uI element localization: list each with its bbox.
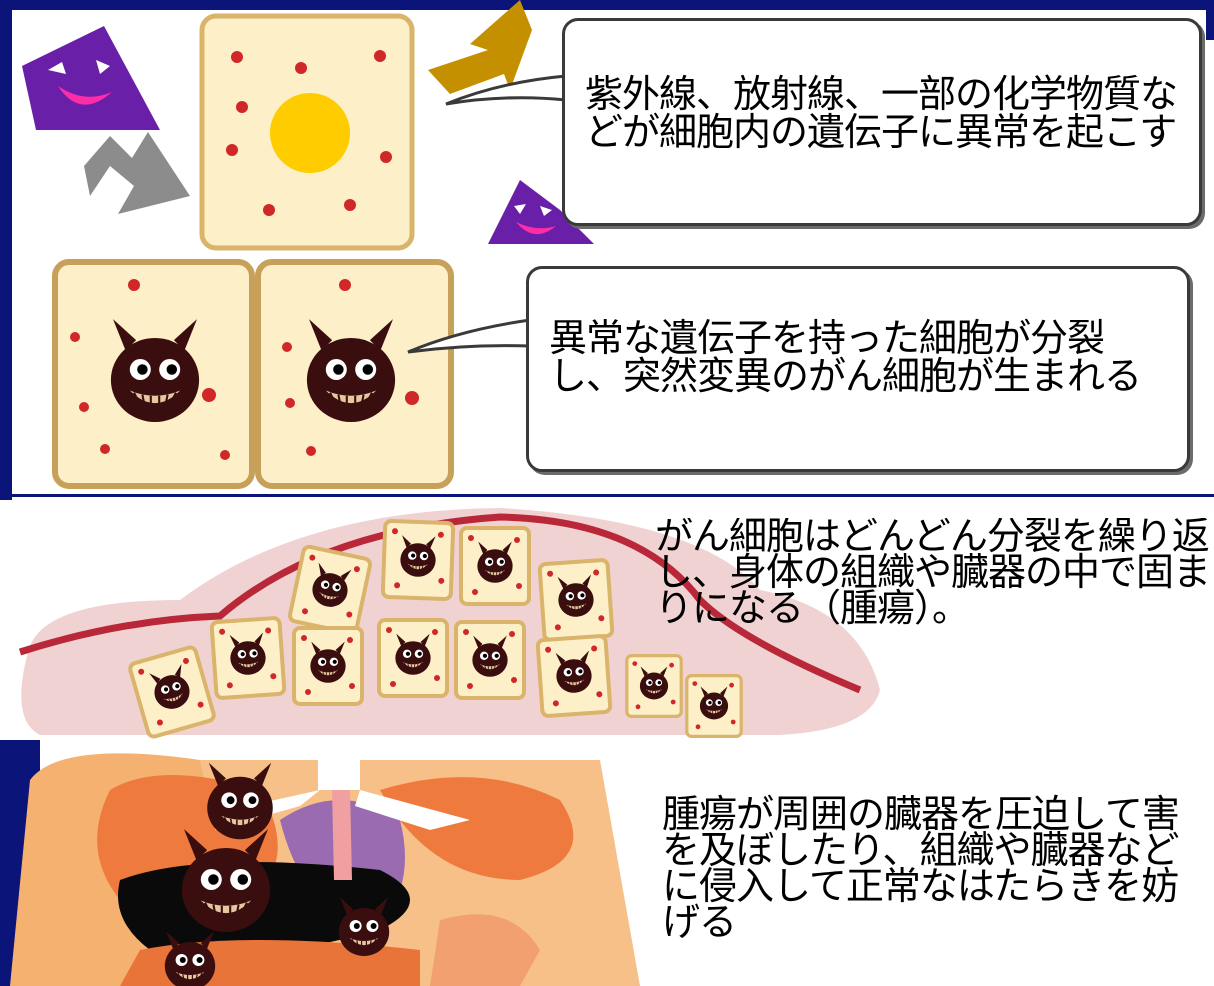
tissue-with-tumor bbox=[18, 508, 880, 738]
cancer-cell-left bbox=[52, 259, 255, 489]
carcinogen-monster-icon bbox=[22, 26, 160, 130]
grey-arrow-icon bbox=[84, 132, 190, 214]
organ-body bbox=[10, 745, 640, 986]
step2-callout: 異常な遺伝子を持った細胞が分裂し、突然変異のがん細胞が生まれる bbox=[526, 266, 1190, 472]
cancer-cell-right bbox=[255, 259, 454, 489]
step1-text: 紫外線、放射線、一部の化学物質などが細胞内の遺伝子に異常を起こす bbox=[585, 72, 1178, 154]
step2-text: 異常な遺伝子を持った細胞が分裂し、突然変異のがん細胞が生まれる bbox=[549, 316, 1142, 398]
frame-divider bbox=[0, 494, 1214, 497]
gold-arrow-icon bbox=[428, 0, 532, 94]
frame-right-upper bbox=[1206, 0, 1214, 40]
carcinogen-monster-icon-2 bbox=[488, 180, 594, 244]
frame-top bbox=[0, 0, 1214, 10]
normal-cell bbox=[199, 13, 415, 251]
step1-callout: 紫外線、放射線、一部の化学物質などが細胞内の遺伝子に異常を起こす bbox=[562, 18, 1202, 226]
step3-text: がん細胞はどんどん分裂を繰り返し、身体の組織や臓器の中で固まりになる（腫瘍）。 bbox=[655, 518, 1211, 628]
step4-text: 腫瘍が周囲の臓器を圧迫して害を及ぼしたり、組織や臓器などに侵入して正常なはたらき… bbox=[662, 792, 1180, 944]
frame-left-upper bbox=[0, 0, 12, 500]
